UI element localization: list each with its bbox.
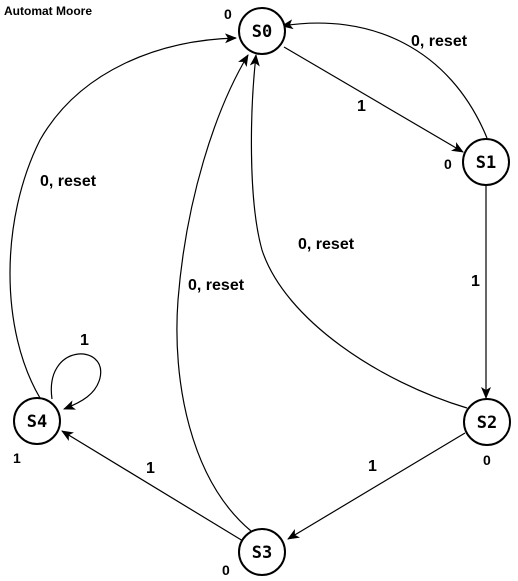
state-s0-output: 0: [224, 6, 232, 22]
state-s3-output: 0: [222, 562, 230, 578]
state-s3-label: S3: [252, 543, 272, 563]
state-s1: S1 0: [444, 138, 510, 186]
edge-label-s1-s0: 0, reset: [411, 33, 468, 50]
edge-s1-s0: [281, 19, 488, 139]
edge-s3-s0: [176, 54, 252, 532]
edge-s0-s1: [283, 46, 464, 153]
edge-label-s2-s3: 1: [368, 458, 377, 475]
state-s1-circle: [462, 138, 510, 186]
state-s2-output: 0: [483, 452, 491, 468]
edge-s4-s0: [9, 33, 237, 399]
state-s0-circle: [238, 7, 286, 55]
state-s4: S4 1: [13, 397, 61, 466]
edge-s2-s3: [287, 432, 466, 540]
edge-s3-s4: [61, 430, 244, 542]
state-s2-circle: [463, 398, 511, 446]
edge-label-s3-s0: 0, reset: [188, 277, 245, 294]
edge-label-s0-s1: 1: [357, 98, 366, 115]
edge-s2-s0: [249, 54, 468, 409]
edge-label-s2-s0: 0, reset: [298, 236, 355, 253]
state-s0-label: S0: [252, 22, 272, 42]
edge-label-s4-self: 1: [80, 332, 89, 349]
state-s1-output: 0: [444, 156, 452, 172]
state-s0: S0 0: [224, 6, 286, 55]
edge-label-s1-s2: 1: [471, 273, 480, 290]
edge-label-s4-s0: 0, reset: [40, 173, 97, 190]
edge-label-s3-s4: 1: [146, 460, 155, 477]
state-s3-circle: [238, 528, 286, 576]
state-s4-output: 1: [13, 450, 21, 466]
diagram-title: Automat Moore: [4, 4, 92, 18]
state-s2-label: S2: [477, 413, 497, 433]
edge-s4-self-loop: [50, 353, 102, 410]
state-s2: S2 0: [463, 398, 511, 468]
state-s4-circle: [13, 397, 61, 445]
state-s1-label: S1: [476, 153, 496, 173]
state-s4-label: S4: [27, 412, 47, 432]
state-s3: S3 0: [222, 528, 286, 578]
